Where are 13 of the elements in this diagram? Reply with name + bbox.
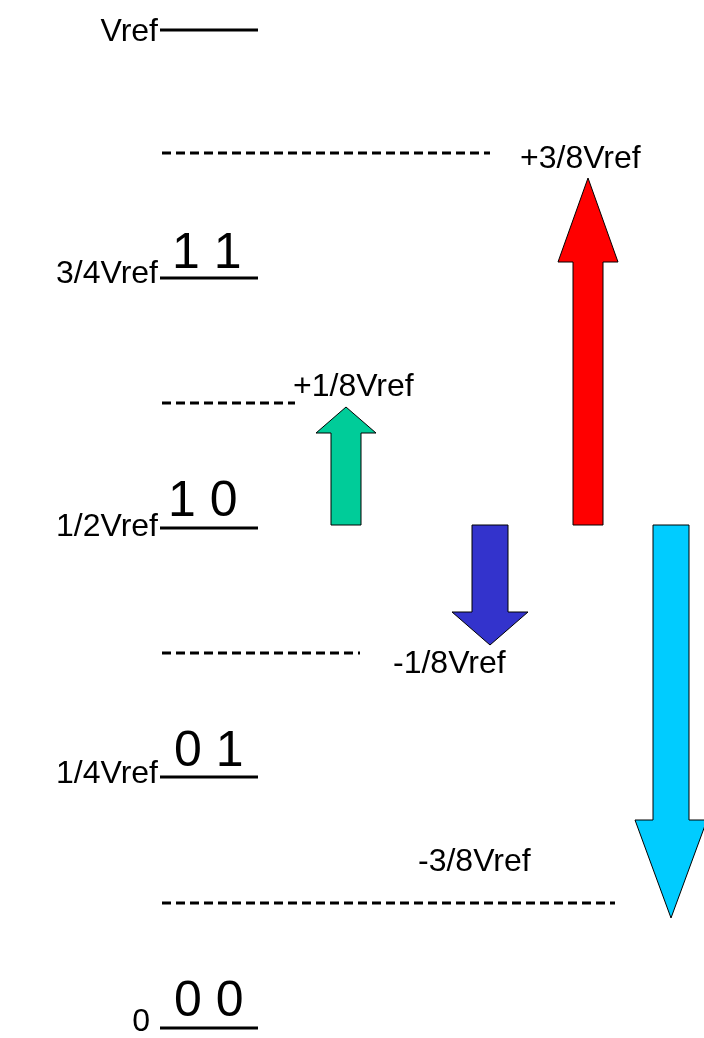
threshold-label: +3/8Vref — [520, 141, 641, 173]
bit-code: 0 1 — [174, 724, 244, 774]
bit-code: 0 0 — [174, 974, 244, 1024]
bit-code: 1 1 — [172, 226, 242, 276]
level-label: 3/4Vref — [56, 256, 158, 288]
bit-code: 1 0 — [168, 474, 238, 524]
level-label: 1/4Vref — [56, 756, 158, 788]
threshold-label: +1/8Vref — [293, 369, 414, 401]
threshold-label: -1/8Vref — [393, 646, 506, 678]
level-label: Vref — [100, 14, 158, 46]
level-label: 0 — [132, 1004, 150, 1036]
threshold-label: -3/8Vref — [418, 844, 531, 876]
level-label: 1/2Vref — [56, 509, 158, 541]
